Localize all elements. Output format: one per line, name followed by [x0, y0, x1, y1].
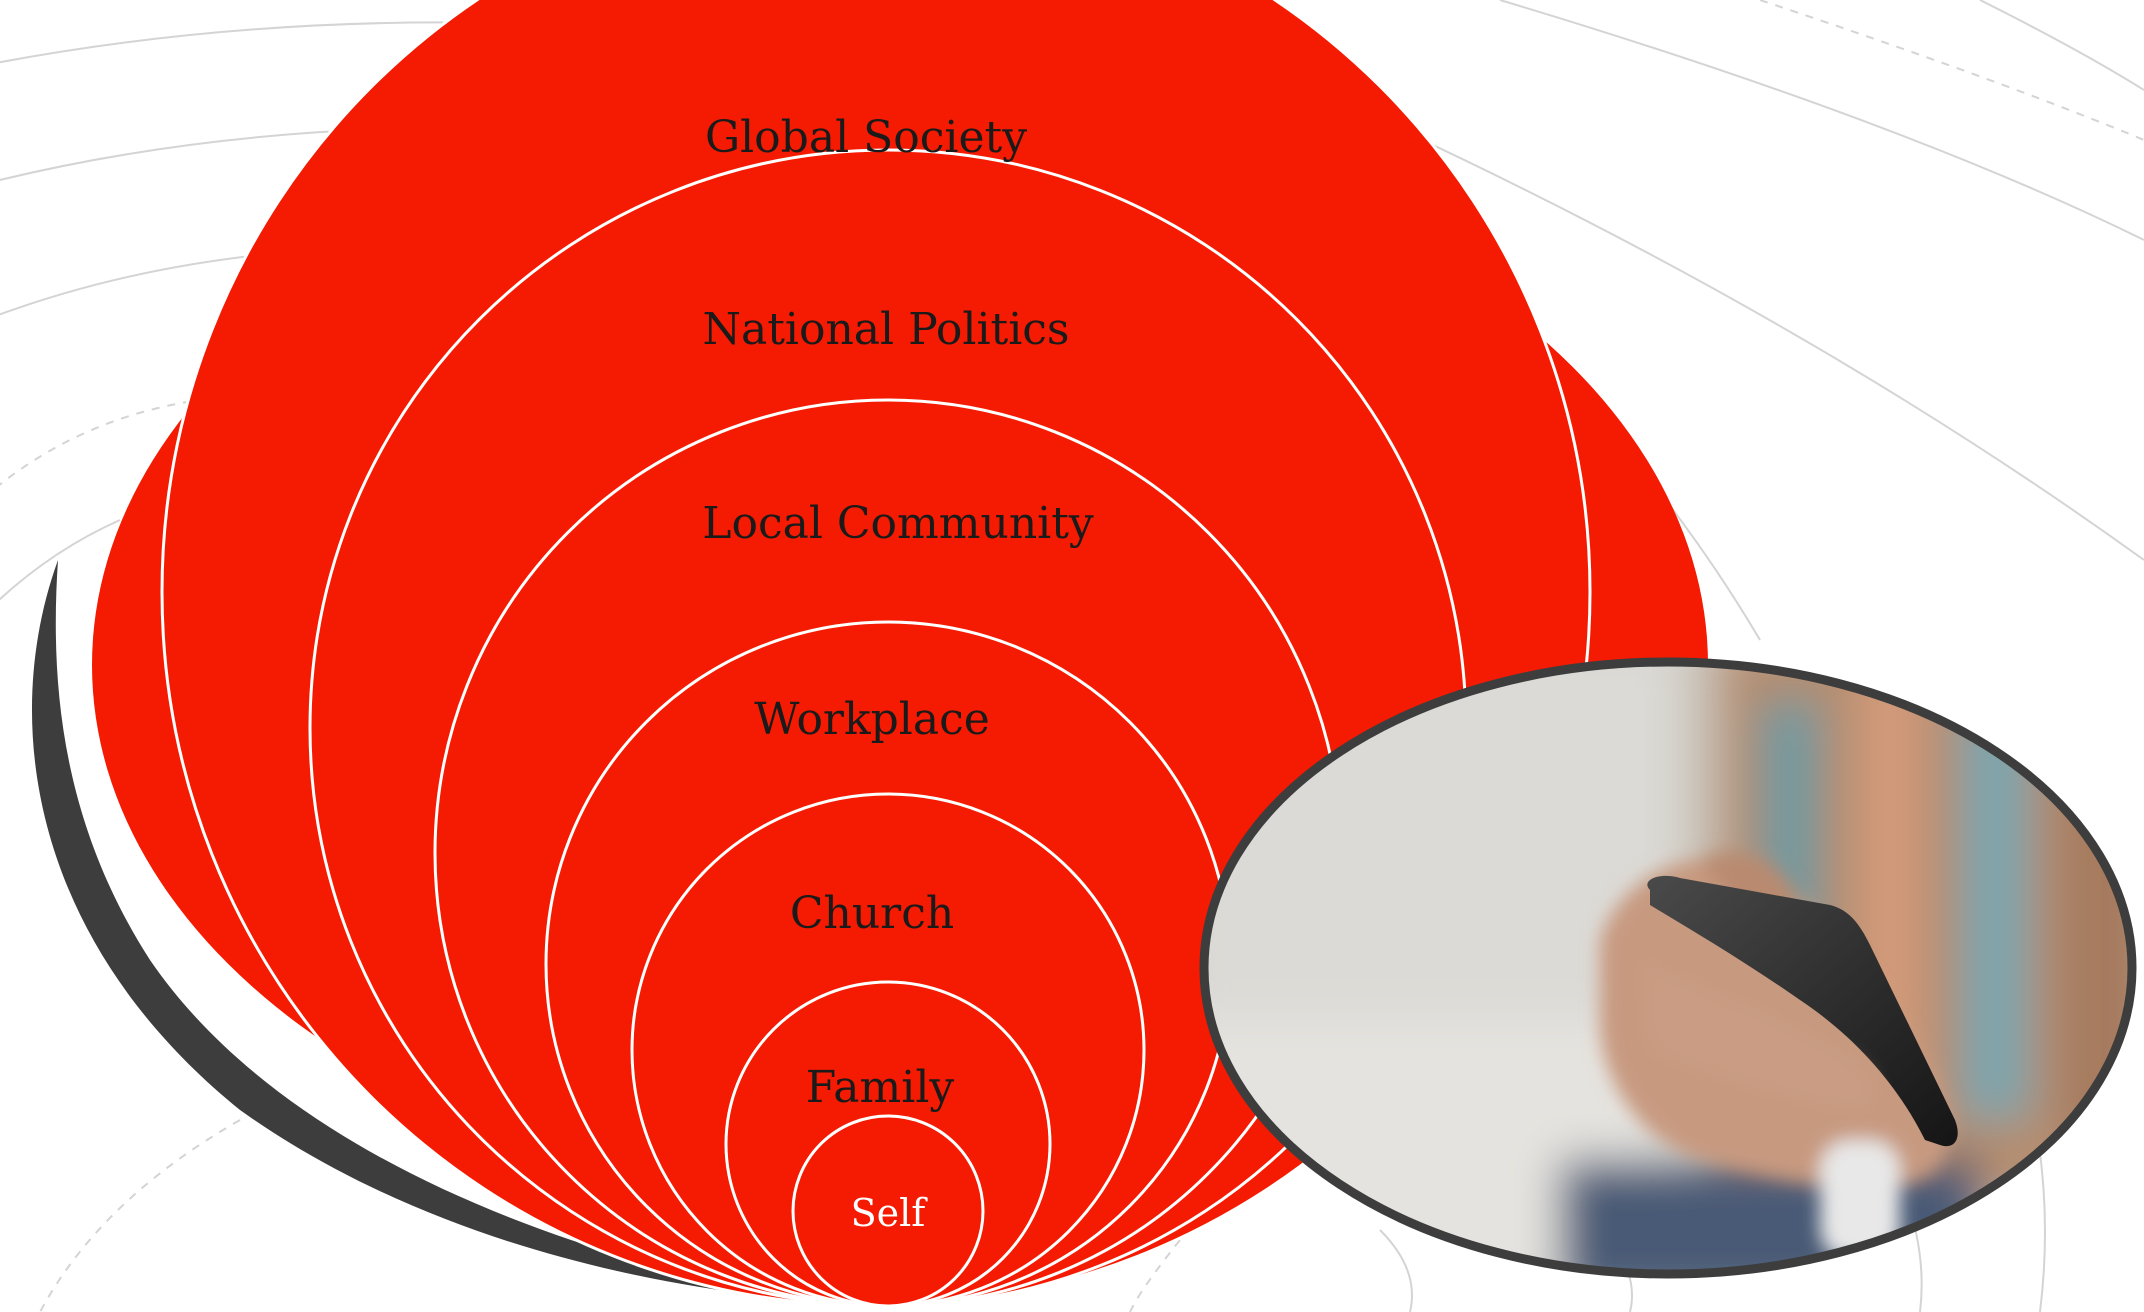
label-self: Self: [851, 1191, 929, 1235]
smartphone-icon: [1647, 875, 1958, 1147]
ring-self: [791, 1114, 985, 1308]
label-family: Family: [806, 1062, 955, 1113]
concentric-rings: [160, 0, 1592, 1308]
dark-swoosh-shape: [31, 560, 930, 1306]
photo-frame: [1199, 657, 2137, 1279]
label-workplace: Workplace: [754, 694, 990, 745]
label-global-society: Global Society: [705, 112, 1027, 163]
ring-labels: Global Society National Politics Local C…: [702, 112, 1094, 1235]
label-national-politics: National Politics: [702, 304, 1069, 355]
label-church: Church: [790, 888, 954, 939]
label-local-community: Local Community: [702, 498, 1094, 549]
